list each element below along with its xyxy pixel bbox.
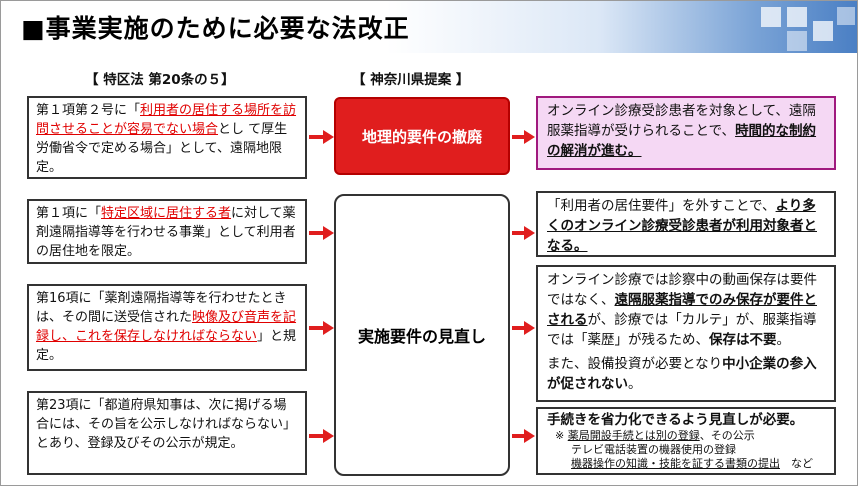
law-box-item23: 第23項に「都道府県知事は、次に掲げる場合には、その旨を公示しなければならない」… [27, 391, 307, 475]
arrow-right-icon [309, 130, 334, 144]
procedure-note-1: ※ 薬局開設手続とは別の登録、その公示 [555, 429, 755, 442]
emphasis-text: 中小企業の参入が促されない [547, 356, 817, 392]
effect-box-more-users: 「利用者の居住要件」を外すことで、より多くのオンライン診療受診患者が利用対象者と… [536, 191, 836, 257]
effect-box-procedures: 手続きを省力化できるよう見直しが必要。 ※ 薬局開設手続とは別の登録、その公示 … [536, 407, 836, 475]
arrow-right-icon [309, 429, 334, 443]
proposal-geographic-removal: 地理的要件の撤廃 [334, 97, 510, 175]
page-title: ■事業実施のために必要な法改正 [21, 14, 410, 43]
decor-tile [761, 7, 781, 27]
procedure-note-3: 機器操作の知識・技能を証する書類の提出 など [571, 457, 813, 470]
title-bar: ■事業実施のために必要な法改正 [1, 1, 857, 53]
procedure-note-2: テレビ電話装置の機器使用の登録 [571, 443, 736, 456]
column-heading-law: 【 特区法 第20条の５】 [85, 72, 235, 88]
effect-box-time-constraint: オンライン診療受診患者を対象として、遠隔服薬指導が受けられることで、時間的な制約… [536, 96, 836, 170]
decor-tile [813, 21, 833, 41]
decor-tile [837, 7, 855, 25]
arrow-right-icon [309, 226, 334, 240]
emphasis-text: より多くのオンライン診療受診患者が利用対象者となる。 [547, 198, 817, 254]
arrow-right-icon [309, 321, 334, 335]
arrow-right-icon [512, 429, 535, 443]
decor-tile [787, 7, 807, 27]
emphasis-text: 時間的な制約の解消が進む。 [547, 123, 817, 159]
law-box-item16: 第16項に「薬剤遠隔指導等を行わせたときは、その間に送受信された映像及び音声を記… [27, 284, 307, 371]
law-box-item1: 第１項第２号に「利用者の居住する場所を訪問させることが容易でない場合とし て厚生… [27, 96, 307, 179]
highlight-text: 特定区域に居住する者 [101, 206, 232, 221]
arrow-right-icon [512, 321, 535, 335]
proposal-requirements-review: 実施要件の見直し [334, 194, 510, 476]
column-heading-proposal: 【 神奈川県提案 】 [352, 72, 470, 88]
emphasis-text: 遠隔服薬指導でのみ保存が要件とされる [547, 292, 817, 328]
decor-tile [787, 31, 807, 51]
emphasis-text: 保存は不要 [709, 332, 777, 348]
highlight-text: 利用者の居住する場所を訪問させることが容易でない場合 [36, 103, 297, 137]
arrow-right-icon [512, 226, 535, 240]
arrow-right-icon [512, 130, 535, 144]
law-box-item2: 第１項に「特定区域に居住する者に対して薬剤遠隔指導等を行わせる事業」として利用者… [27, 199, 307, 264]
highlight-text: 映像及び音声を記録し、これを保存しなければならない [36, 310, 297, 344]
effect-box-recording: オンライン診療では診察中の動画保存は要件ではなく、遠隔服薬指導でのみ保存が要件と… [536, 265, 836, 402]
procedures-heading: 手続きを省力化できるよう見直しが必要。 [547, 412, 804, 428]
